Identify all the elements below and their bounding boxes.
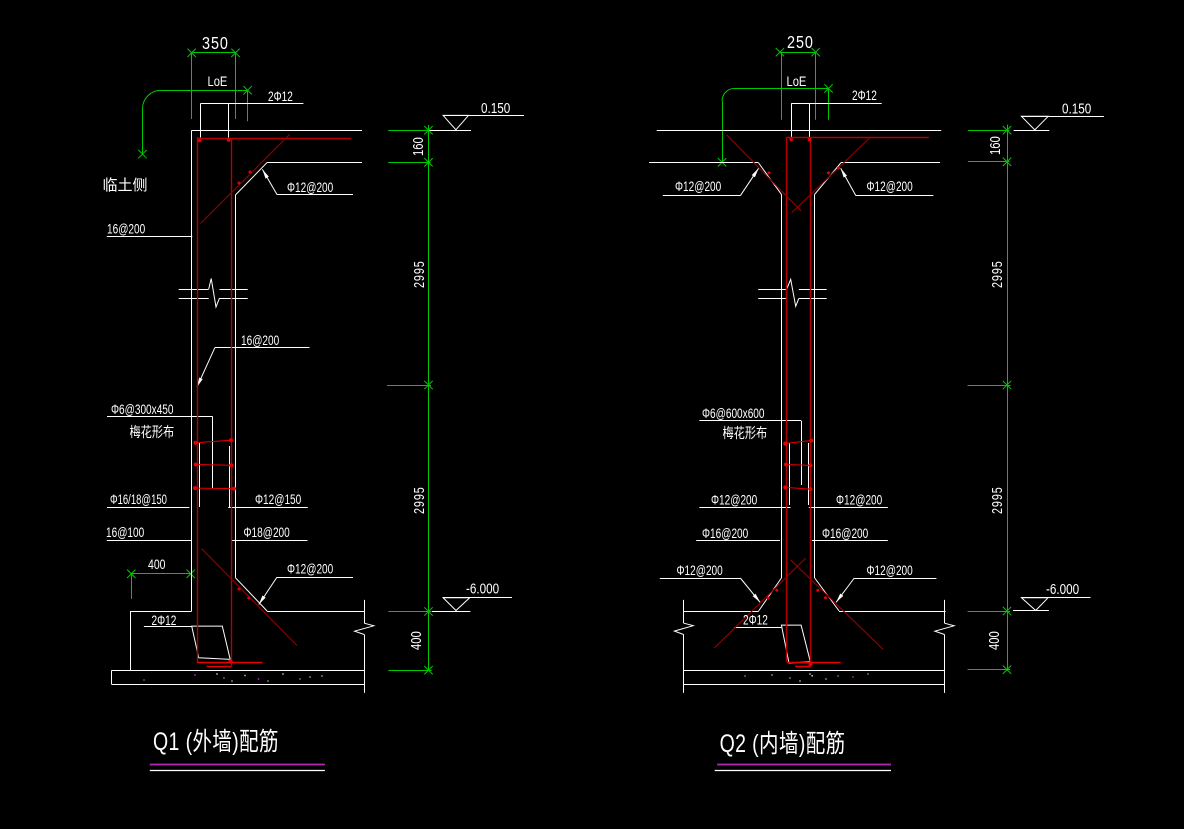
svg-text:250: 250 bbox=[787, 33, 814, 53]
svg-text:350: 350 bbox=[202, 34, 229, 54]
svg-text:2Φ12: 2Φ12 bbox=[743, 612, 768, 628]
svg-text:160: 160 bbox=[409, 137, 426, 156]
svg-text:Φ12@200: Φ12@200 bbox=[711, 492, 757, 508]
svg-text:400: 400 bbox=[985, 631, 1002, 650]
svg-text:2Φ12: 2Φ12 bbox=[852, 87, 877, 103]
svg-text:Φ16/18@150: Φ16/18@150 bbox=[110, 491, 167, 507]
svg-text:160: 160 bbox=[986, 136, 1003, 155]
svg-text:LoE: LoE bbox=[208, 74, 228, 89]
svg-text:Φ16@200: Φ16@200 bbox=[822, 525, 868, 541]
svg-text:400: 400 bbox=[407, 631, 424, 650]
svg-text:Φ6@600x600: Φ6@600x600 bbox=[702, 405, 765, 421]
svg-text:2995: 2995 bbox=[988, 260, 1005, 288]
svg-text:2995: 2995 bbox=[410, 260, 427, 288]
svg-text:0.150: 0.150 bbox=[481, 100, 510, 117]
svg-text:-6.000: -6.000 bbox=[1046, 581, 1079, 598]
svg-text:Φ18@200: Φ18@200 bbox=[244, 524, 290, 540]
svg-text:2995: 2995 bbox=[410, 486, 427, 514]
svg-text:Φ12@200: Φ12@200 bbox=[675, 178, 721, 194]
svg-text:Φ12@150: Φ12@150 bbox=[255, 491, 301, 507]
svg-text:Q2 (内墙)配筋: Q2 (内墙)配筋 bbox=[720, 730, 846, 758]
svg-text:-6.000: -6.000 bbox=[466, 580, 499, 597]
svg-text:2Φ12: 2Φ12 bbox=[152, 612, 177, 628]
svg-text:Φ12@200: Φ12@200 bbox=[287, 561, 333, 577]
svg-text:16@200: 16@200 bbox=[107, 221, 145, 237]
svg-text:Φ6@300x450: Φ6@300x450 bbox=[111, 401, 174, 417]
svg-text:Φ12@200: Φ12@200 bbox=[867, 562, 913, 578]
svg-text:Φ16@200: Φ16@200 bbox=[702, 525, 748, 541]
svg-text:临土侧: 临土侧 bbox=[103, 177, 148, 194]
svg-text:LoE: LoE bbox=[787, 74, 807, 89]
svg-text:Φ12@200: Φ12@200 bbox=[867, 178, 913, 194]
svg-text:16@100: 16@100 bbox=[106, 524, 144, 540]
svg-text:梅花形布: 梅花形布 bbox=[723, 425, 768, 442]
svg-text:Φ12@200: Φ12@200 bbox=[836, 492, 882, 508]
svg-text:0.150: 0.150 bbox=[1062, 100, 1091, 117]
svg-text:2995: 2995 bbox=[988, 486, 1005, 514]
svg-text:400: 400 bbox=[148, 557, 166, 573]
svg-text:16@200: 16@200 bbox=[241, 332, 279, 348]
svg-text:梅花形布: 梅花形布 bbox=[130, 424, 175, 441]
svg-text:Φ12@200: Φ12@200 bbox=[677, 562, 723, 578]
svg-text:Q1 (外墙)配筋: Q1 (外墙)配筋 bbox=[153, 728, 279, 756]
svg-text:2Φ12: 2Φ12 bbox=[268, 88, 293, 104]
svg-text:Φ12@200: Φ12@200 bbox=[287, 179, 333, 195]
